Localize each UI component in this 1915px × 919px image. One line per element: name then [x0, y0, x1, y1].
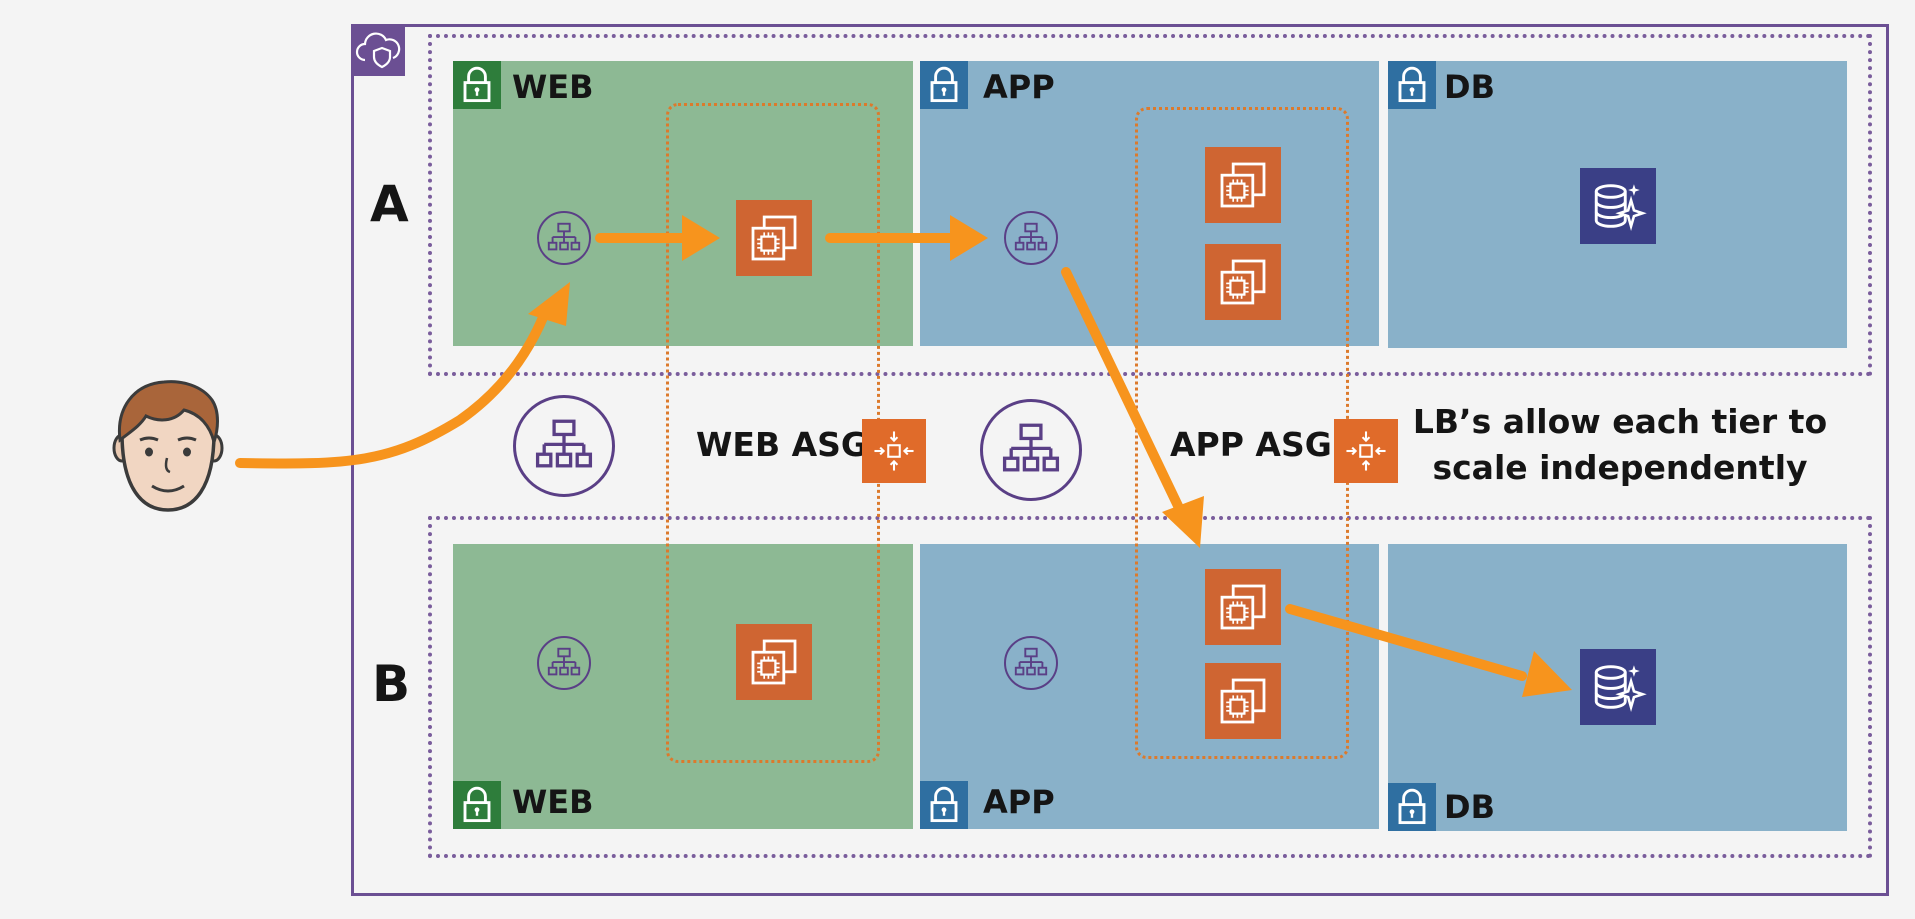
load-balancer-icon: [537, 211, 591, 265]
web-load-balancer-icon: [513, 395, 615, 497]
availability-zone-b: [428, 516, 1872, 858]
scaling-note: LB’s allow each tier to scale independen…: [1410, 399, 1830, 491]
app-load-balancer-icon: [980, 399, 1082, 501]
ec2-instance-icon: [736, 624, 812, 700]
subnet-label-db-b: DB: [1444, 788, 1495, 826]
app-asg-label: APP ASG: [1170, 425, 1332, 464]
arrowhead: [950, 215, 988, 261]
subnet-web-a: [453, 61, 913, 346]
ec2-instance-icon: [1205, 663, 1281, 739]
web-asg-label: WEB ASG: [696, 425, 868, 464]
scaling-note-line-2: scale independently: [1432, 448, 1808, 487]
arrow-user-to-web-lb: [235, 300, 553, 469]
arrow-app-lb-to-app-ec2-b: [1061, 267, 1185, 515]
ec2-instance-icon: [1205, 569, 1281, 645]
vpc-badge: [351, 24, 405, 76]
scaling-note-line-1: LB’s allow each tier to: [1412, 402, 1828, 441]
lock-icon: [920, 781, 968, 829]
lock-icon: [1388, 783, 1436, 831]
lock-icon: [920, 61, 968, 109]
subnet-app-b: [920, 544, 1379, 829]
load-balancer-icon: [1004, 211, 1058, 265]
auto-scaling-icon: [862, 419, 926, 483]
arrowhead: [682, 215, 720, 261]
ec2-instance-icon: [1205, 147, 1281, 223]
rds-database-icon: [1580, 649, 1656, 725]
arrowhead: [1162, 496, 1204, 548]
ec2-instance-icon: [1205, 244, 1281, 320]
auto-scaling-icon: [1334, 419, 1398, 483]
subnet-label-web-a: WEB: [512, 68, 594, 106]
arrow-app-ec2-to-db-b: [1285, 604, 1527, 681]
subnet-web-b: [453, 544, 913, 829]
user-avatar-icon: [112, 380, 224, 512]
lock-icon: [453, 61, 501, 109]
arrowhead: [528, 282, 570, 326]
lock-icon: [453, 781, 501, 829]
subnet-label-web-b: WEB: [512, 783, 594, 821]
az-label-a: A: [370, 175, 409, 233]
load-balancer-icon: [1004, 636, 1058, 690]
lock-icon: [1388, 61, 1436, 109]
az-label-b: B: [372, 655, 411, 713]
subnet-label-app-b: APP: [983, 783, 1055, 821]
load-balancer-icon: [537, 636, 591, 690]
ec2-instance-icon: [736, 200, 812, 276]
rds-database-icon: [1580, 168, 1656, 244]
subnet-label-db-a: DB: [1444, 68, 1495, 106]
vpc-cloud-shield-icon: [355, 32, 401, 69]
arrowhead: [1522, 651, 1572, 697]
subnet-label-app-a: APP: [983, 68, 1055, 106]
availability-zone-a: [428, 34, 1872, 376]
